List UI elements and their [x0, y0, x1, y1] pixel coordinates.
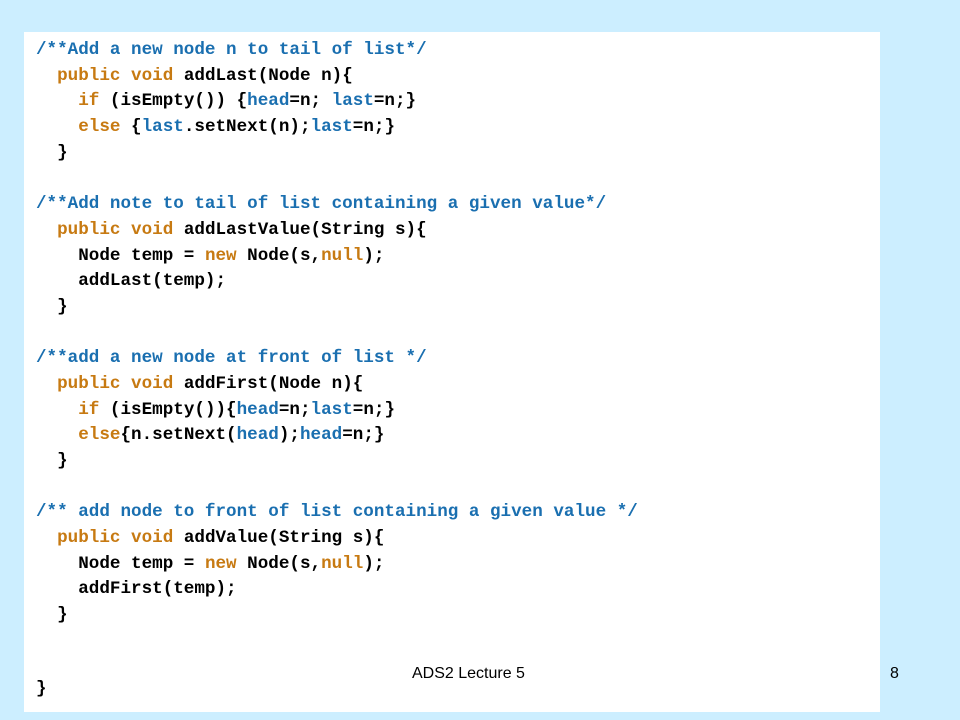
- code-line: }: [36, 449, 638, 475]
- code-line: /**Add a new node n to tail of list*/: [36, 38, 638, 64]
- code-text-token: [36, 66, 57, 86]
- code-line: /**add a new node at front of list */: [36, 346, 638, 372]
- code-text-token: =n;}: [342, 425, 385, 446]
- code-text-token: Node(s,: [236, 245, 322, 266]
- code-comment-token: head: [247, 91, 290, 112]
- code-comment-token: /**add a new node at front of list */: [36, 348, 427, 369]
- code-text-token: }: [36, 605, 68, 626]
- code-text-token: =n;: [278, 399, 311, 420]
- code-text-token: [36, 220, 57, 240]
- code-keyword-token: public void: [57, 528, 174, 549]
- code-text-token: [36, 91, 78, 111]
- code-comment-token: last: [331, 91, 374, 112]
- code-comment-token: /**Add a new node n to tail of list*/: [36, 40, 427, 60]
- code-text-token: [36, 528, 57, 548]
- code-text-token: );: [278, 425, 300, 446]
- code-line: else {last.setNext(n);last=n;}: [36, 115, 638, 141]
- code-text-token: =n;}: [352, 399, 396, 420]
- code-text-token: }: [36, 296, 68, 317]
- code-text-token: [36, 374, 57, 394]
- code-comment-token: last: [310, 399, 353, 420]
- code-line: addLast(temp);: [36, 269, 638, 295]
- code-keyword-token: if: [78, 399, 100, 420]
- code-text-token: Node temp =: [36, 553, 205, 574]
- code-keyword-token: public void: [57, 65, 174, 86]
- code-line: else{n.setNext(head);head=n;}: [36, 423, 638, 449]
- code-text-token: );: [363, 553, 385, 574]
- code-text-token: {: [120, 117, 142, 138]
- code-text-token: [36, 117, 78, 137]
- code-comment-token: /**Add note to tail of list containing a…: [36, 194, 607, 215]
- code-text-token: addLast(Node n){: [173, 65, 353, 86]
- code-keyword-token: else: [78, 117, 121, 138]
- code-keyword-token: public void: [57, 373, 174, 394]
- code-text-token: addFirst(temp);: [36, 579, 237, 600]
- code-line: public void addLast(Node n){: [36, 64, 638, 90]
- code-line: [36, 475, 638, 501]
- code-keyword-token: else: [78, 425, 121, 446]
- code-line: if (isEmpty()) {head=n; last=n;}: [36, 89, 638, 115]
- code-line: public void addFirst(Node n){: [36, 372, 638, 398]
- code-keyword-token: null: [321, 245, 364, 266]
- code-line: Node temp = new Node(s,null);: [36, 244, 638, 270]
- code-keyword-token: new: [204, 245, 237, 266]
- slide-panel: [24, 32, 880, 712]
- code-text-token: .setNext(n);: [183, 117, 311, 138]
- code-line: if (isEmpty()){head=n;last=n;}: [36, 398, 638, 424]
- code-text-token: (isEmpty()) {: [99, 91, 248, 112]
- code-text-token: }: [36, 142, 68, 163]
- code-line: [36, 166, 638, 192]
- code-comment-token: head: [299, 425, 343, 446]
- footer-label: ADS2 Lecture 5: [412, 665, 525, 682]
- code-line: public void addLastValue(String s){: [36, 218, 638, 244]
- code-text-token: Node(s,: [236, 553, 322, 574]
- code-keyword-token: if: [78, 91, 100, 112]
- code-text-token: addLastValue(String s){: [173, 219, 427, 240]
- code-line: }: [36, 603, 638, 629]
- code-text-token: addValue(String s){: [173, 528, 385, 549]
- code-text-token: (isEmpty()){: [99, 399, 237, 420]
- code-text-token: [36, 425, 78, 445]
- code-text-token: {n.setNext(: [120, 425, 237, 446]
- code-line: public void addValue(String s){: [36, 526, 638, 552]
- code-comment-token: last: [141, 117, 184, 138]
- code-keyword-token: public void: [57, 219, 174, 240]
- code-line: addFirst(temp);: [36, 577, 638, 603]
- code-text-token: =n;: [289, 91, 332, 112]
- code-comment-token: head: [236, 399, 279, 420]
- code-comment-token: last: [310, 117, 353, 138]
- code-line: }: [36, 141, 638, 167]
- code-line: /** add node to front of list containing…: [36, 500, 638, 526]
- code-text-token: addLast(temp);: [36, 271, 227, 292]
- code-line: }: [36, 295, 638, 321]
- code-keyword-token: null: [321, 553, 364, 574]
- closing-brace: }: [36, 679, 47, 699]
- code-keyword-token: new: [204, 553, 237, 574]
- code-line: Node temp = new Node(s,null);: [36, 552, 638, 578]
- code-block: /**Add a new node n to tail of list*/ pu…: [36, 38, 638, 629]
- code-text-token: }: [36, 451, 68, 471]
- page-number: 8: [890, 665, 899, 682]
- code-text-token: =n;}: [352, 117, 395, 138]
- code-line: [36, 321, 638, 347]
- code-text-token: [36, 400, 78, 420]
- code-text-token: addFirst(Node n){: [173, 373, 364, 394]
- code-line: /**Add note to tail of list containing a…: [36, 192, 638, 218]
- code-text-token: Node temp =: [36, 245, 205, 266]
- code-text-token: =n;}: [373, 91, 417, 112]
- code-text-token: );: [363, 245, 385, 266]
- code-comment-token: head: [236, 425, 279, 446]
- code-comment-token: /** add node to front of list containing…: [36, 502, 638, 523]
